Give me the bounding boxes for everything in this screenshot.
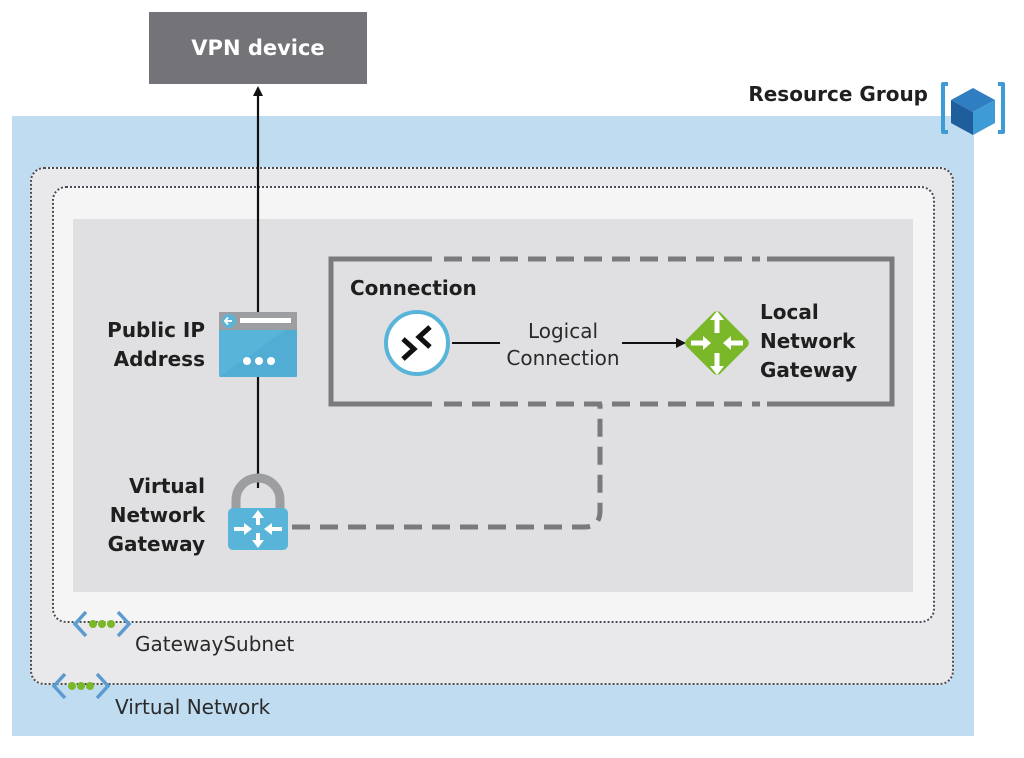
virtual-network-gateway-label: Virtual Network Gateway xyxy=(60,472,205,559)
logical-connection-label: Logical Connection xyxy=(494,318,632,372)
virtual-network-label: Virtual Network xyxy=(115,695,271,719)
public-ip-icon[interactable] xyxy=(219,312,297,377)
resource-group-label: Resource Group xyxy=(748,82,928,106)
public-ip-label-line1: Public IP xyxy=(107,318,205,342)
virtual-network-icon xyxy=(51,672,111,700)
logical-connection-label-line2: Connection xyxy=(506,346,620,370)
local-network-gateway-icon[interactable] xyxy=(683,309,751,377)
gateway-connection-dashed-link xyxy=(292,404,603,530)
vng-label-line3: Gateway xyxy=(107,532,205,556)
local-network-gateway-label: Local Network Gateway xyxy=(760,298,857,385)
virtual-network-gateway-icon[interactable] xyxy=(228,473,288,550)
lng-label-line1: Local xyxy=(760,300,819,324)
vng-label-line1: Virtual xyxy=(129,474,205,498)
lng-label-line2: Network xyxy=(760,329,856,353)
vpn-device-box[interactable]: VPN device xyxy=(149,12,367,84)
public-ip-label-line2: Address xyxy=(113,347,205,371)
vng-label-line2: Network xyxy=(109,503,205,527)
resource-group-cube-icon xyxy=(941,82,1005,135)
vpn-device-label: VPN device xyxy=(191,36,325,60)
connection-icon[interactable] xyxy=(384,310,450,376)
lng-label-line3: Gateway xyxy=(760,358,858,382)
logical-connection-label-line1: Logical xyxy=(527,319,599,343)
public-ip-label: Public IP Address xyxy=(60,316,205,374)
gateway-subnet-label: GatewaySubnet xyxy=(135,632,295,656)
subnet-icon xyxy=(72,610,132,638)
connection-label: Connection xyxy=(350,276,477,300)
